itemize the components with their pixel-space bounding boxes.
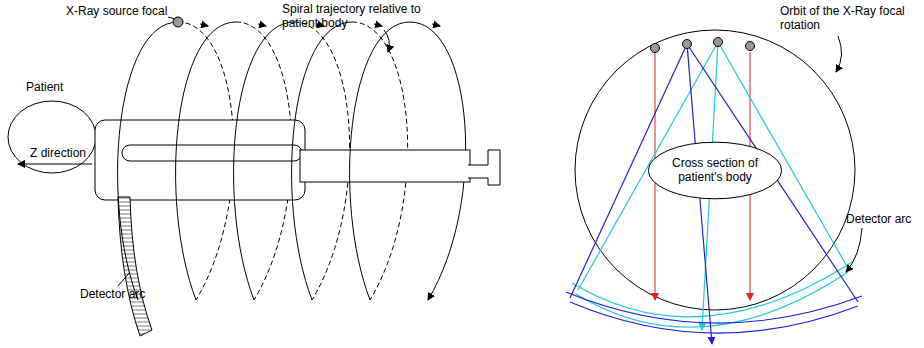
table-slot xyxy=(122,145,302,161)
cross-section-ellipse: Cross section of patient's body xyxy=(647,141,783,200)
axis-label: Z direction xyxy=(30,146,100,160)
spiral-front-arc xyxy=(292,22,352,300)
leader-line xyxy=(836,36,842,72)
part-label: Patient xyxy=(26,80,86,94)
xray-source xyxy=(651,38,755,53)
table xyxy=(300,150,470,182)
spiral-front-arc xyxy=(350,22,410,300)
leader-line xyxy=(384,30,389,52)
direction-arrow xyxy=(432,24,440,26)
z-arrow xyxy=(18,164,92,165)
spiral-front xyxy=(118,22,440,300)
leader-line xyxy=(118,272,130,286)
leader-line xyxy=(846,228,862,272)
fan-beam xyxy=(572,42,852,330)
detector-arc xyxy=(118,197,152,336)
patient-figure xyxy=(8,101,500,200)
patient-head xyxy=(8,101,96,173)
node-text: Cross section of patient's body xyxy=(663,156,767,184)
fan-beam xyxy=(566,44,862,344)
callout-label: Orbit of the X-Ray focal rotation xyxy=(780,4,918,32)
spiral-front-arc xyxy=(176,22,236,300)
table-end xyxy=(468,150,500,185)
direction-arrow xyxy=(258,24,266,26)
callout-label: Detector arc xyxy=(846,212,918,226)
leader-line xyxy=(168,17,175,19)
direction-arrow xyxy=(200,24,208,26)
callout-label: Detector arc xyxy=(80,287,160,301)
callout-label: X-Ray source focal xyxy=(66,4,170,18)
patient-body xyxy=(95,120,305,200)
spiral-front-arc xyxy=(118,22,178,300)
spiral-front-arc xyxy=(234,22,294,300)
callout-label: Spiral trajectory relative to patient bo… xyxy=(282,2,432,30)
orbit-circle xyxy=(575,30,855,310)
direction-arrow xyxy=(374,24,382,26)
